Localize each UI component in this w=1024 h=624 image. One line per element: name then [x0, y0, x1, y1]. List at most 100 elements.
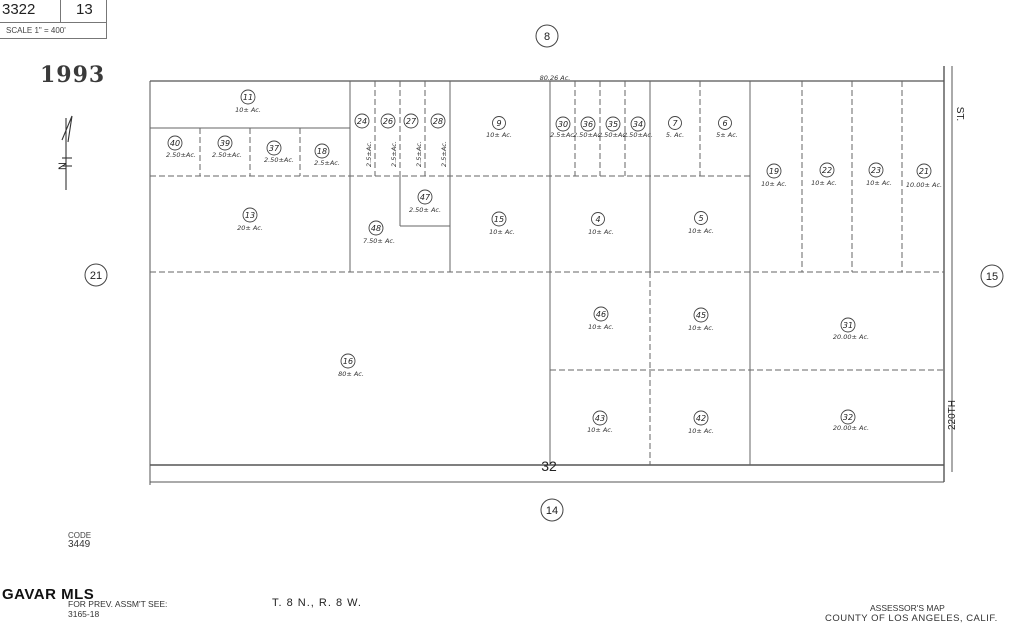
map-year: 1993: [40, 62, 106, 88]
parcel-circle: [605, 116, 621, 132]
parcel-13: 13: [242, 207, 258, 223]
parcel-number: 7: [672, 119, 678, 128]
parcel-number: 23: [871, 166, 881, 175]
adjacent-page-number: 21: [90, 270, 102, 282]
parcel-acreage: 80± Ac.: [338, 370, 364, 378]
parcel-acreage: 5± Ac.: [716, 131, 738, 139]
parcel-acreage: 7.50± Ac.: [363, 237, 395, 245]
parcel-acreage: 2.50±Ac.: [166, 151, 196, 159]
parcel-21: 21: [916, 163, 932, 179]
parcel-4: 4: [591, 212, 605, 226]
parcel-acreage: 2.50±Ac.: [623, 131, 653, 139]
parcel-number: 47: [420, 193, 431, 202]
parcel-32: 32: [840, 409, 856, 425]
parcel-acreage: 10± Ac.: [866, 179, 892, 187]
parcel-circle: [766, 163, 782, 179]
parcel-circle: [266, 140, 282, 156]
street-label-220th: 220TH: [947, 400, 958, 430]
parcel-circle: [630, 116, 646, 132]
parcel-acreage: 10± Ac.: [588, 228, 614, 236]
parcel-31: 31: [840, 317, 856, 333]
parcel-acreage: 2.5±Ac.: [390, 141, 398, 167]
parcel-circle: [593, 306, 609, 322]
parcel-acreage: 10± Ac.: [588, 323, 614, 331]
adjacent-page-number: 14: [546, 505, 558, 517]
parcel-circle: [819, 162, 835, 178]
parcel-circle: [555, 116, 571, 132]
parcel-circle: [417, 189, 433, 205]
parcel-40: 40: [167, 135, 183, 151]
adjacent-page-number: 8: [544, 31, 550, 43]
parcel-43: 43: [592, 410, 608, 426]
parcel-45: 45: [693, 307, 709, 323]
parcel-acreage: 10.00± Ac.: [906, 181, 942, 189]
mls-watermark: GAVAR MLS: [2, 586, 95, 603]
north-label: N: [57, 162, 69, 170]
parcel-18: 18: [314, 143, 330, 159]
parcel-number: 18: [317, 147, 327, 156]
adjacent-page-circle: [84, 263, 108, 287]
assessor-map-title: ASSESSOR'S MAP: [870, 603, 945, 613]
adjacent-page-left: 21: [84, 263, 108, 287]
parcel-number: 42: [696, 414, 706, 423]
page-number: 13: [76, 1, 93, 18]
parcel-circle: [492, 116, 506, 130]
parcel-number: 5: [698, 214, 703, 223]
parcel-number: 34: [633, 120, 643, 129]
parcel-number: 43: [595, 414, 605, 423]
parcel-number: 35: [608, 120, 618, 129]
parcel-number: 16: [343, 357, 353, 366]
parcel-acreage: 2.50±Ac.: [264, 156, 294, 164]
parcel-27: 27: [403, 113, 419, 129]
parcel-number: 45: [696, 311, 706, 320]
parcel-number: 9: [496, 119, 501, 128]
parcel-26: 26: [380, 113, 396, 129]
parcel-circle: [430, 113, 446, 129]
parcel-15: 15: [491, 211, 507, 227]
parcel-acreage: 2.5±Ac.: [365, 141, 373, 167]
stamp-rule: [0, 22, 106, 23]
prev-assessment-label: FOR PREV. ASSM'T SEE:: [68, 599, 168, 609]
parcel-number: 46: [596, 310, 606, 319]
parcel-35: 35: [605, 116, 621, 132]
parcel-circle: [694, 211, 708, 225]
parcel-9: 9: [492, 116, 506, 130]
parcel-22: 22: [819, 162, 835, 178]
scale-label: SCALE 1" = 400': [6, 26, 66, 35]
parcel-circle: [840, 317, 856, 333]
adjacent-page-bottom: 14: [540, 498, 564, 522]
parcel-number: 19: [769, 167, 779, 176]
code-label: CODE: [68, 531, 92, 540]
assessor-county: COUNTY OF LOS ANGELES, CALIF.: [825, 613, 998, 624]
adjacent-page-number: 15: [986, 271, 998, 283]
parcel-acreage: 20.00± Ac.: [833, 424, 869, 432]
parcel-circle: [368, 220, 384, 236]
parcel-number: 13: [245, 211, 255, 220]
parcel-5: 5: [694, 211, 708, 225]
parcel-circle: [167, 135, 183, 151]
parcel-acreage: 2.5±Ac.: [440, 141, 448, 167]
parcel-circle: [403, 113, 419, 129]
stamp-divider: [60, 0, 61, 22]
parcel-number: 24: [357, 117, 367, 126]
parcel-number: 6: [722, 119, 727, 128]
parcel-circle: [718, 116, 732, 130]
parcel-acreage: 10± Ac.: [235, 106, 261, 114]
parcel-number: 15: [494, 215, 504, 224]
parcel-circle: [693, 410, 709, 426]
parcel-acreage: 10± Ac.: [688, 427, 714, 435]
north-arrow-icon: [61, 115, 73, 190]
parcel-circle: [340, 353, 356, 369]
parcel-48: 48: [368, 220, 384, 236]
parcel-circle: [591, 212, 605, 226]
parcel-23: 23: [868, 162, 884, 178]
parcel-number: 11: [243, 93, 253, 102]
parcel-acreage: 2.50±Ac.: [573, 131, 603, 139]
parcel-28: 28: [430, 113, 446, 129]
parcel-circle: [491, 211, 507, 227]
parcel-number: 40: [170, 139, 180, 148]
parcel-16: 16: [340, 353, 356, 369]
parcel-circle: [380, 113, 396, 129]
parcel-36: 36: [580, 116, 596, 132]
